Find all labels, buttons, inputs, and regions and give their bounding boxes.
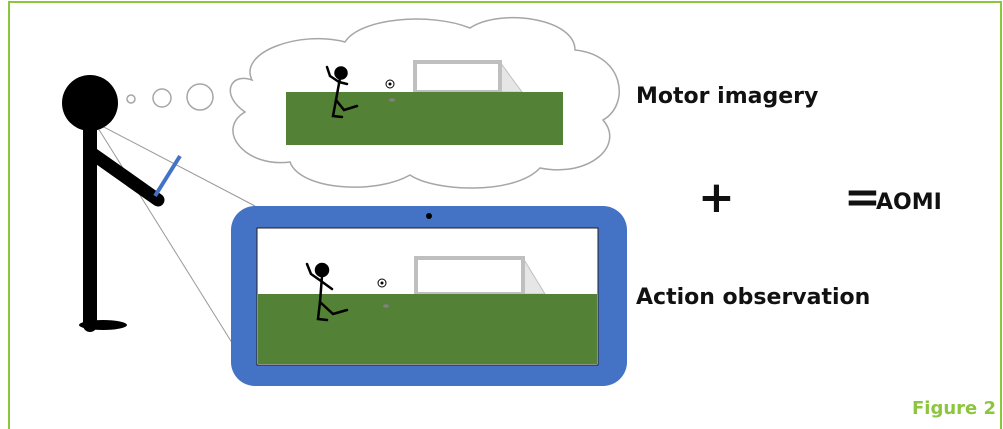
imagined-scene — [286, 60, 563, 145]
imagined-pitch — [286, 92, 563, 145]
observed-player-icon — [305, 262, 349, 322]
aomi-label: AOMI — [876, 190, 942, 215]
tablet-camera-icon — [426, 213, 432, 219]
observer-stick-figure-icon — [62, 75, 182, 332]
frame-border — [8, 1, 1002, 429]
action-observation-label: Action observation — [636, 285, 871, 310]
observed-pitch — [258, 294, 597, 364]
goal-icon — [414, 256, 546, 296]
imagined-player-icon — [325, 65, 359, 119]
equals-symbol: = — [844, 172, 881, 223]
tablet-icon — [231, 206, 627, 386]
motor-imagery-label: Motor imagery — [636, 84, 819, 109]
figure-caption: Figure 2 — [912, 398, 997, 419]
thought-bubbles — [126, 83, 214, 111]
plus-symbol: + — [698, 172, 735, 223]
